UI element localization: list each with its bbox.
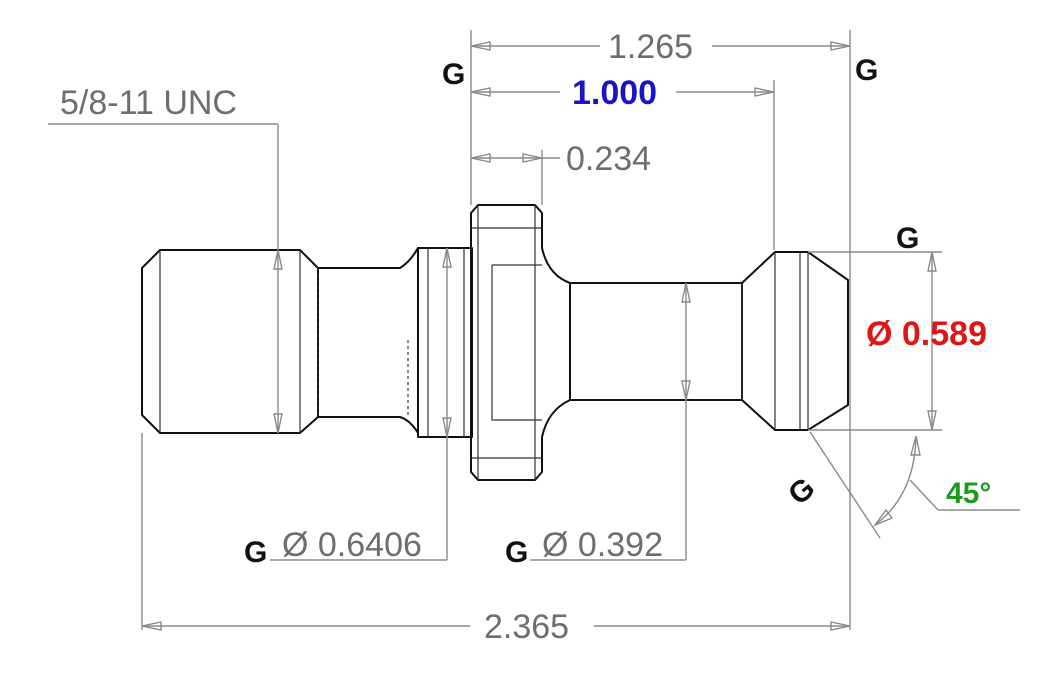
shank — [570, 282, 743, 401]
chamfer-angle-label: 45° — [946, 477, 991, 510]
head-diameter-label: Ø 0.589 — [866, 315, 987, 353]
gauge-symbol-top-left: G — [442, 58, 465, 91]
flange-width-label: 0.234 — [566, 140, 651, 178]
overall-head-length-label: 1.265 — [608, 28, 693, 66]
gauge-symbol-head: G — [896, 222, 919, 255]
gauge-symbol-pilot: G — [244, 536, 267, 569]
gauge-symbol-chamfer: G — [782, 471, 821, 511]
gauge-symbol-shank: G — [505, 536, 528, 569]
gauge-length-label: 1.000 — [572, 74, 657, 112]
thread-section — [141, 249, 319, 434]
flange — [470, 204, 571, 481]
pilot-diameter-label: Ø 0.6406 — [282, 526, 422, 564]
head — [741, 251, 849, 431]
thread-spec-label: 5/8-11 UNC — [60, 84, 237, 122]
thread-relief — [318, 247, 419, 434]
dimension-labels: 5/8-11 UNC 1.265 1.000 0.234 Ø 0.589 Ø 0… — [60, 28, 991, 646]
part-outline — [141, 204, 849, 481]
overall-length-label: 2.365 — [484, 608, 569, 646]
gauge-symbol-top-right: G — [855, 54, 878, 87]
gauge-symbols: G G G G G G — [244, 54, 919, 569]
dimension-lines — [48, 30, 1020, 631]
shank-diameter-label: Ø 0.392 — [542, 526, 663, 564]
